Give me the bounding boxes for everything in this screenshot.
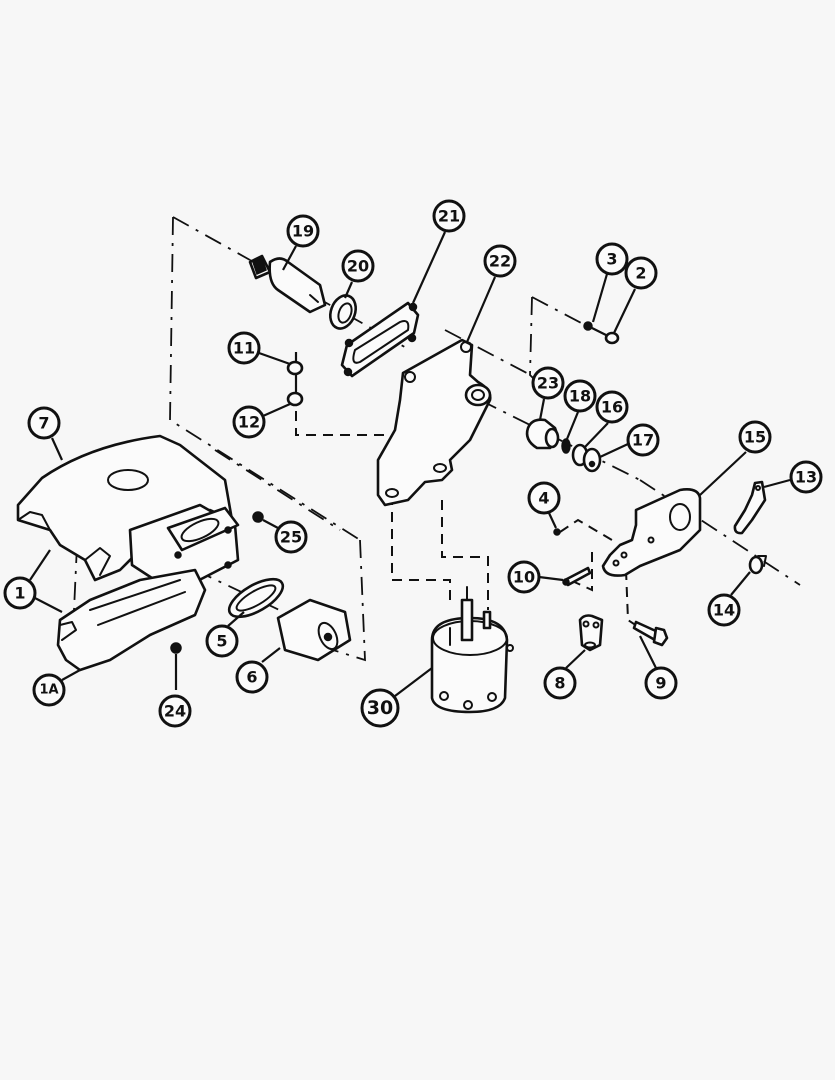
svg-text:11: 11: [233, 339, 255, 358]
callout-24: 24: [158, 694, 192, 728]
part-11-nut: [286, 352, 304, 376]
callout-7: 7: [27, 406, 61, 440]
svg-text:12: 12: [238, 413, 260, 432]
svg-text:18: 18: [569, 387, 591, 406]
svg-text:20: 20: [347, 257, 369, 276]
callout-12: 12: [232, 405, 266, 439]
callout-10: 10: [507, 560, 541, 594]
callout-3: 3: [595, 242, 629, 276]
part-15-lever: [601, 488, 702, 577]
svg-text:14: 14: [713, 601, 735, 620]
svg-text:17: 17: [632, 431, 654, 450]
callout-4: 4: [527, 481, 561, 515]
callout-1: 1: [3, 576, 37, 610]
callout-1a: 1A: [32, 673, 66, 707]
callout-5: 5: [205, 624, 239, 658]
part-17-washer: [582, 447, 602, 473]
part-19-shaft: [248, 254, 327, 314]
part-13-clip: [733, 480, 767, 535]
part-9-bolt: [632, 620, 669, 647]
part-21-plate: [340, 301, 420, 378]
callout-6: 6: [235, 660, 269, 694]
callout-22: 22: [483, 244, 517, 278]
part-20-washer: [329, 294, 357, 330]
svg-text:19: 19: [292, 222, 314, 241]
svg-text:23: 23: [537, 374, 559, 393]
callout-18: 18: [563, 379, 597, 413]
part-5-gasket: [227, 577, 285, 619]
part-10-screw: [562, 566, 592, 587]
svg-text:30: 30: [367, 697, 393, 719]
callout-30: 30: [360, 688, 400, 728]
callout-14: 14: [707, 593, 741, 627]
part-24-screw: [170, 642, 182, 690]
callout-11: 11: [227, 331, 261, 365]
part-18-seal: [561, 438, 571, 454]
svg-text:5: 5: [216, 632, 227, 651]
svg-text:13: 13: [795, 468, 817, 487]
svg-text:22: 22: [489, 252, 511, 271]
svg-text:8: 8: [554, 674, 565, 693]
svg-text:6: 6: [246, 668, 257, 687]
part-25-screw: [252, 511, 279, 529]
part-30-motor: [430, 586, 514, 714]
callout-23: 23: [531, 366, 565, 400]
callout-13: 13: [789, 460, 823, 494]
svg-text:15: 15: [744, 428, 766, 447]
part-23-bushing: [525, 418, 560, 450]
svg-text:7: 7: [38, 414, 49, 433]
svg-text:1A: 1A: [39, 683, 58, 698]
svg-text:10: 10: [513, 568, 535, 587]
callout-8: 8: [543, 666, 577, 700]
callout-2: 2: [624, 256, 658, 290]
callout-21: 21: [432, 199, 466, 233]
part-3-screw: [583, 321, 609, 337]
leader-lines: [29, 231, 791, 697]
svg-text:25: 25: [280, 528, 302, 547]
callout-20: 20: [341, 249, 375, 283]
part-6-block: [276, 598, 352, 662]
part-22-bracket: [376, 338, 492, 507]
part-8-clevis: [578, 614, 604, 652]
svg-text:21: 21: [438, 207, 460, 226]
callout-9: 9: [644, 666, 678, 700]
svg-text:1: 1: [14, 584, 25, 603]
svg-text:4: 4: [538, 489, 549, 508]
callout-17: 17: [626, 423, 660, 457]
part-7-housing: [16, 434, 240, 594]
part-1-1a-lower-shell: [56, 568, 207, 672]
part-14-clip: [748, 555, 767, 575]
part-12-nut: [286, 374, 304, 407]
callout-19: 19: [286, 214, 320, 248]
svg-text:24: 24: [164, 702, 186, 721]
part-4-pin: [553, 528, 561, 536]
callout-16: 16: [595, 390, 629, 424]
svg-text:3: 3: [606, 250, 617, 269]
callout-15: 15: [738, 420, 772, 454]
callout-25: 25: [274, 520, 308, 554]
svg-text:9: 9: [655, 674, 666, 693]
part-2-nut: [604, 331, 620, 345]
svg-text:16: 16: [601, 398, 623, 417]
svg-text:2: 2: [635, 264, 646, 283]
